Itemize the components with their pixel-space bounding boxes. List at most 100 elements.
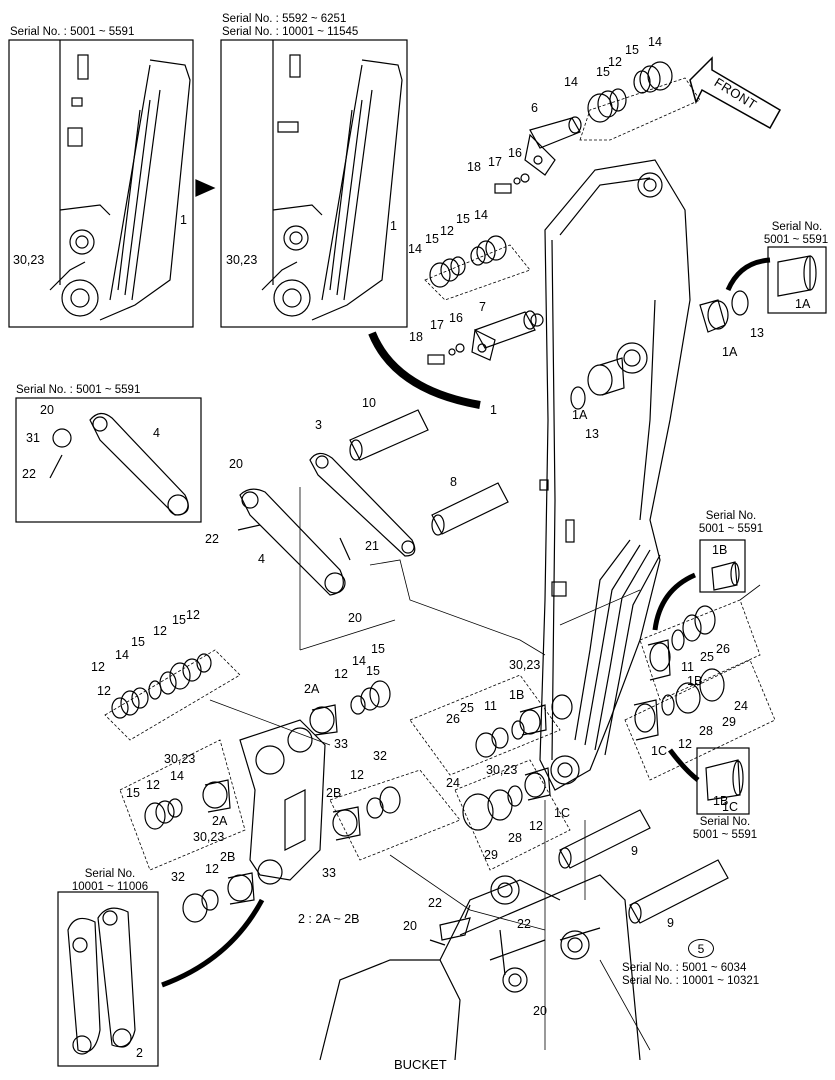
link-2	[119, 719, 461, 923]
callout-label: 11	[484, 699, 497, 713]
boom-arm	[530, 159, 691, 791]
callout-label: 25	[460, 701, 474, 715]
callout-label: 1B	[509, 688, 525, 702]
callout-label: 28	[699, 724, 713, 738]
front-arrow-icon	[689, 56, 782, 130]
callout-label: 15	[371, 642, 385, 656]
callout-label: 1B	[687, 674, 703, 688]
callout-label: 12	[440, 224, 454, 238]
serial-bottom-right-1: Serial No. : 5001 ~ 6034	[622, 962, 747, 974]
callout-label: 18	[467, 160, 481, 174]
callout-label: 1C	[651, 744, 667, 758]
bucket-label: BUCKET	[394, 1057, 447, 1072]
inset-box-top-left	[8, 39, 194, 328]
callout-label: 24	[734, 699, 748, 713]
callout-label: 4	[153, 426, 160, 440]
callout-label: 16	[508, 146, 522, 160]
callout-label: 21	[365, 539, 379, 553]
inset-box-mid-left	[15, 397, 202, 523]
pin-9-upper	[558, 809, 651, 869]
serial-top-left: Serial No. : 5001 ~ 5591	[10, 26, 135, 38]
callout-label: 14	[115, 648, 129, 662]
callout-label: 14	[564, 75, 578, 89]
serial-1b-line1: Serial No.	[705, 510, 757, 522]
serial-1a-line1: Serial No.	[771, 221, 823, 233]
serial-top-mid-2: Serial No. : 10001 ~ 11545	[222, 26, 359, 38]
callout-label: 17	[430, 318, 444, 332]
callout-label: 30,23	[13, 253, 45, 267]
callout-label: 15	[625, 43, 639, 57]
callout-label: 10	[362, 396, 376, 410]
callout-label: 32	[171, 870, 185, 884]
callout-label: 9	[631, 844, 638, 858]
callout-label: 4	[258, 552, 265, 566]
callout-label: 2	[136, 1046, 143, 1060]
pin-9-lower	[628, 859, 729, 924]
callout-label: 1	[390, 219, 397, 233]
serial-mid-left: Serial No. : 5001 ~ 5591	[16, 384, 141, 396]
callout-label: 31	[26, 431, 40, 445]
callout-label: 13	[585, 427, 599, 441]
callout-label: 26	[446, 712, 460, 726]
callout-label: 15	[172, 613, 186, 627]
inset-box-bottom-left	[57, 891, 265, 1067]
pin-10	[349, 409, 429, 461]
serial-1b-line2: 5001 ~ 5591	[698, 523, 764, 535]
serial-bottom-right-2: Serial No. : 10001 ~ 10321	[622, 975, 760, 987]
callout-label: 33	[334, 737, 348, 751]
callout-label: 25	[700, 650, 714, 664]
callout-label: 12	[153, 624, 167, 638]
pin-6-assembly	[494, 61, 701, 194]
callout-label: 12	[678, 737, 692, 751]
callout-label: 20	[533, 1004, 547, 1018]
callout-label: 17	[488, 155, 502, 169]
callout-label: 29	[722, 715, 736, 729]
callout-label: 1	[180, 213, 187, 227]
callout-label: 12	[186, 608, 200, 622]
serial-top-mid-1: Serial No. : 5592 ~ 6251	[222, 13, 347, 25]
seal-stack-left	[104, 649, 391, 741]
callout-label: 15	[456, 212, 470, 226]
pin-8	[431, 482, 509, 536]
callout-label: 1C	[722, 800, 738, 814]
callout-label: 14	[648, 35, 662, 49]
circled-ref: 5	[688, 939, 714, 958]
callout-label: 30,23	[164, 752, 196, 766]
serial-1a-line2: 5001 ~ 5591	[763, 234, 829, 246]
callout-label: 22	[428, 896, 442, 910]
callout-label: 15	[126, 786, 140, 800]
callout-label: 30,23	[486, 763, 518, 777]
seal-stack-right	[624, 539, 776, 815]
callout-label: 20	[348, 611, 362, 625]
callout-label: 12	[146, 778, 160, 792]
callout-label: 22	[517, 917, 531, 931]
serial-bottom-left-line1: Serial No.	[84, 868, 136, 880]
callout-label: 18	[409, 330, 423, 344]
callout-label: 32	[373, 749, 387, 763]
callout-label: 12	[97, 684, 111, 698]
callout-label: 29	[484, 848, 498, 862]
callout-label: 1B	[713, 794, 729, 808]
callout-label: 1B	[712, 543, 728, 557]
callout-label: 12	[350, 768, 364, 782]
callout-label: 9	[667, 916, 674, 930]
callout-label: 12	[529, 819, 543, 833]
group-note: 2 : 2A ~ 2B	[298, 912, 360, 926]
callout-label: 22	[22, 467, 36, 481]
callout-label: 33	[322, 866, 336, 880]
callout-label: 12	[334, 667, 348, 681]
callout-label: 14	[170, 769, 184, 783]
callout-label: 1C	[554, 806, 570, 820]
callout-label: 2B	[220, 850, 236, 864]
callout-label: 20	[403, 919, 417, 933]
callout-label: 16	[449, 311, 463, 325]
callout-label: 2B	[326, 786, 342, 800]
callout-label: 1A	[795, 297, 811, 311]
callout-label: 15	[366, 664, 380, 678]
guide-lines	[209, 487, 761, 1051]
callout-label: 3	[315, 418, 322, 432]
callout-label: 14	[474, 208, 488, 222]
callout-label: 26	[716, 642, 730, 656]
callout-label: 28	[508, 831, 522, 845]
